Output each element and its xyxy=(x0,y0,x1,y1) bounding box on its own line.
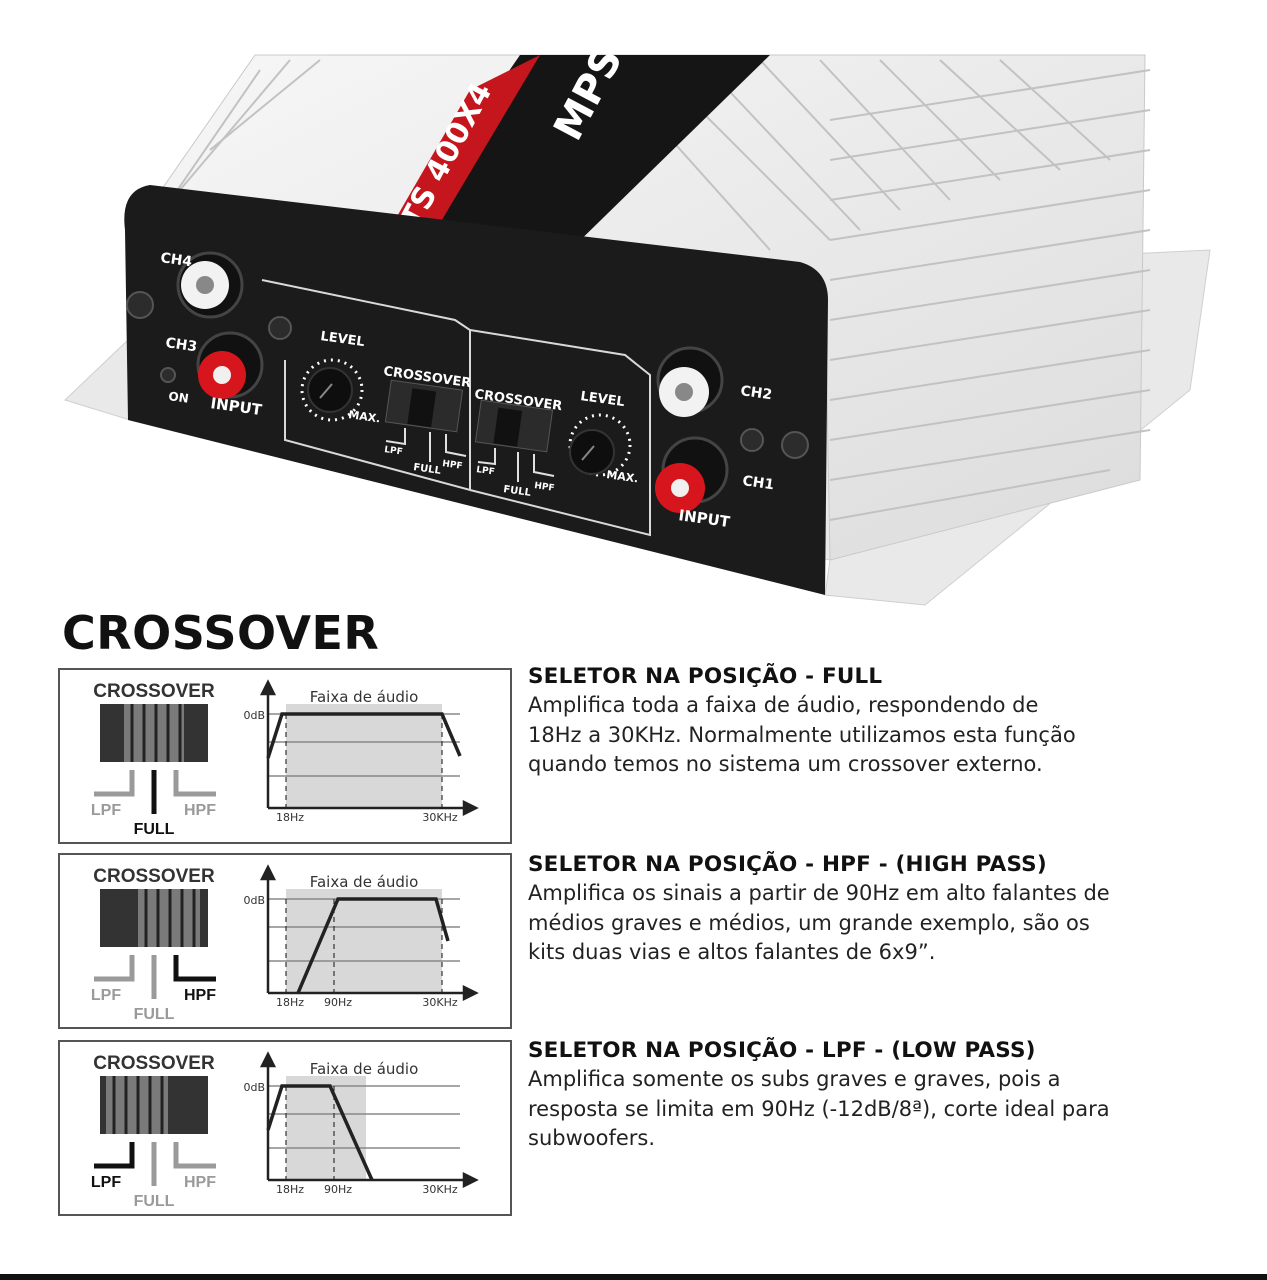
response-curve xyxy=(296,897,450,994)
lpf-label: LPF xyxy=(91,1174,121,1191)
y-label-0db: 0dB xyxy=(243,894,265,907)
hpf-label: HPF xyxy=(184,1174,216,1191)
crossover-switch-right[interactable] xyxy=(474,399,554,453)
hpf-position-mark xyxy=(173,955,216,982)
y-label-0db: 0dB xyxy=(243,709,265,722)
level-label-left: LEVEL xyxy=(319,329,365,350)
response-curve xyxy=(266,712,462,759)
line-1: Amplifica toda a faixa de áudio, respond… xyxy=(528,693,1039,717)
switch-graphic xyxy=(100,1076,208,1134)
full-label: FULL xyxy=(134,1193,175,1210)
lpf-position-mark xyxy=(94,770,135,797)
full-label-right: FULL xyxy=(503,484,533,499)
left-control-outline xyxy=(261,279,471,492)
y-label-0db: 0dB xyxy=(243,1081,265,1094)
right-control-outline xyxy=(469,329,651,537)
rca-ch3[interactable] xyxy=(196,331,264,399)
description-lpf: SELETOR NA POSIÇÃO - LPF - (LOW PASS) Am… xyxy=(528,1038,1228,1154)
switch-title: CROSSOVER xyxy=(93,681,215,702)
ch3-label: CH3 xyxy=(164,335,198,355)
diagram-hpf: CROSSOVER LPF FULL HPF xyxy=(58,853,512,1029)
rca-ch2[interactable] xyxy=(656,346,724,417)
line-1: Amplifica os sinais a partir de 90Hz em … xyxy=(528,881,1110,905)
hpf-label-right: HPF xyxy=(534,481,555,494)
x-label-30khz: 30KHz xyxy=(422,996,457,1009)
max-label-left: MAX. xyxy=(348,408,382,425)
audio-band-shade xyxy=(286,1076,366,1180)
lpf-label-right: LPF xyxy=(476,465,496,477)
chart-axes xyxy=(259,864,479,1002)
line-2: resposta se limita em 90Hz (-12dB/8ª), c… xyxy=(528,1096,1110,1121)
lpf-position-mark xyxy=(94,955,135,982)
line-2: médios graves e médios, um grande exempl… xyxy=(528,910,1090,935)
ch4-label: CH4 xyxy=(159,250,193,270)
level-knob-right[interactable] xyxy=(568,413,632,477)
switch-graphic xyxy=(100,889,208,947)
hpf-label-left: HPF xyxy=(442,459,463,472)
diagram-full: CROSSOVER LPF FULL HPF xyxy=(58,668,512,844)
chart-axes xyxy=(259,679,479,817)
full-label: FULL xyxy=(134,1006,175,1023)
panel-screws xyxy=(126,291,809,459)
chart-axes xyxy=(259,1051,479,1189)
switch-ticks-left xyxy=(385,428,467,462)
x-label-18hz: 18Hz xyxy=(276,811,304,824)
switch-graphic xyxy=(100,704,208,762)
max-label-right: MAX. xyxy=(606,468,640,485)
full-label: FULL xyxy=(134,821,175,838)
audio-band-shade xyxy=(286,704,442,808)
x-label-18hz: 18Hz xyxy=(276,996,304,1009)
full-label-left: FULL xyxy=(413,462,443,477)
switch-title: CROSSOVER xyxy=(93,866,215,887)
chart-title: Faixa de áudio xyxy=(310,1060,419,1078)
lpf-label-left: LPF xyxy=(384,445,404,457)
line-3: quando temos no sistema um crossover ext… xyxy=(528,752,1043,776)
chart-markers xyxy=(285,1086,335,1180)
line-3: subwoofers. xyxy=(528,1126,656,1150)
line-2: 18Hz a 30KHz. Normalmente utilizamos est… xyxy=(528,722,1076,747)
switch-ticks-right xyxy=(477,448,555,482)
crossover-switch-left[interactable] xyxy=(384,379,464,433)
response-curve xyxy=(266,1084,374,1181)
heading: SELETOR NA POSIÇÃO - LPF - (LOW PASS) xyxy=(528,1038,1036,1063)
ch1-label: CH1 xyxy=(741,473,775,493)
diagram-lpf: CROSSOVER LPF FULL HPF xyxy=(58,1040,512,1216)
section-title: CROSSOVER xyxy=(62,606,380,660)
line-3: kits duas vias e altos falantes de 6x9”. xyxy=(528,940,936,964)
model-red-strip xyxy=(388,55,540,240)
lpf-label: LPF xyxy=(91,987,121,1004)
chart-title: Faixa de áudio xyxy=(310,688,419,706)
x-label-90hz: 90Hz xyxy=(324,996,352,1009)
x-label-30khz: 30KHz xyxy=(422,811,457,824)
top-label-stripe xyxy=(385,55,770,260)
ch2-label: CH2 xyxy=(739,383,773,403)
lpf-label: LPF xyxy=(91,802,121,819)
chart-markers xyxy=(285,714,443,808)
bottom-rule xyxy=(0,1274,1267,1280)
heading: SELETOR NA POSIÇÃO - HPF - (HIGH PASS) xyxy=(528,852,1047,877)
x-label-18hz: 18Hz xyxy=(276,1183,304,1196)
audio-band-shade xyxy=(286,889,442,993)
x-label-90hz: 90Hz xyxy=(324,1183,352,1196)
switch-title: CROSSOVER xyxy=(93,1053,215,1074)
heatsink-fins xyxy=(149,59,1151,521)
chart-title: Faixa de áudio xyxy=(310,873,419,891)
amplifier-illustration: TS 400X4 MPS xyxy=(64,54,1211,606)
level-label-right: LEVEL xyxy=(579,389,625,410)
hpf-label: HPF xyxy=(184,802,216,819)
line-1: Amplifica somente os subs graves e grave… xyxy=(528,1067,1061,1091)
rca-ch1[interactable] xyxy=(655,436,729,513)
hpf-position-mark xyxy=(173,770,216,797)
rca-ch4[interactable] xyxy=(176,251,244,319)
hpf-position-mark xyxy=(173,1142,216,1169)
chart-markers xyxy=(285,899,443,993)
on-label: ON xyxy=(168,389,190,406)
hpf-label: HPF xyxy=(184,987,216,1004)
heading: SELETOR NA POSIÇÃO - FULL xyxy=(528,664,883,689)
lpf-position-mark xyxy=(94,1142,135,1169)
level-knob-left[interactable] xyxy=(300,358,364,422)
description-full: SELETOR NA POSIÇÃO - FULL Amplifica toda… xyxy=(528,664,1228,780)
description-hpf: SELETOR NA POSIÇÃO - HPF - (HIGH PASS) A… xyxy=(528,852,1228,968)
x-label-30khz: 30KHz xyxy=(422,1183,457,1196)
